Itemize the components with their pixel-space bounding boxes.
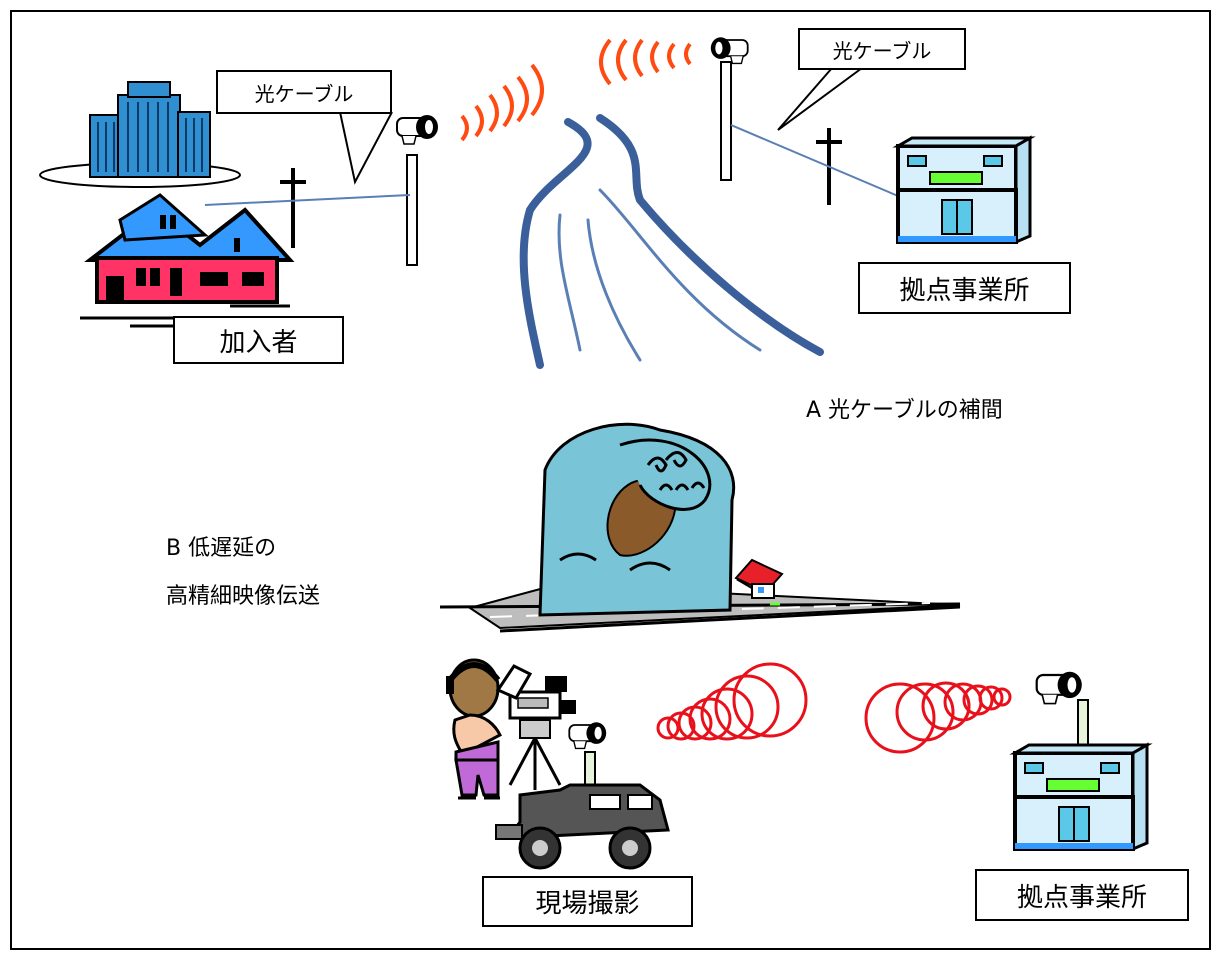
label-subscriber: 加入者 (173, 316, 344, 364)
cameraman (446, 658, 502, 800)
video-camera (495, 664, 576, 790)
cable-house-link (204, 194, 411, 206)
radio-waves-bottom (656, 662, 1012, 754)
base-office-top (896, 136, 1032, 244)
city-building (39, 81, 241, 188)
relay-vehicle (495, 721, 670, 870)
caption-b-line1: B 低遅延の (166, 536, 277, 561)
utility-pole-left (280, 168, 306, 248)
cable-office-link (730, 124, 899, 197)
caption-b-line2: 高精細映像伝送 (166, 584, 321, 609)
tsunami-wave (538, 422, 784, 617)
label-base-office-top: 拠点事業所 (858, 262, 1071, 314)
river (519, 114, 824, 369)
base-office-bottom (1013, 670, 1149, 851)
label-base-office-bottom: 拠点事業所 (975, 869, 1189, 921)
label-field-shooting: 現場撮影 (482, 876, 693, 927)
antenna-mast-right (709, 36, 749, 181)
subscriber-house (80, 193, 295, 328)
caption-a: A 光ケーブルの補間 (806, 398, 1003, 423)
antenna-mast-left (396, 114, 439, 266)
radio-waves-top (460, 38, 692, 142)
diagram-frame (10, 10, 1211, 950)
callout-optical-cable-left: 光ケーブル (216, 70, 392, 114)
callout-optical-cable-right: 光ケーブル (798, 28, 966, 70)
